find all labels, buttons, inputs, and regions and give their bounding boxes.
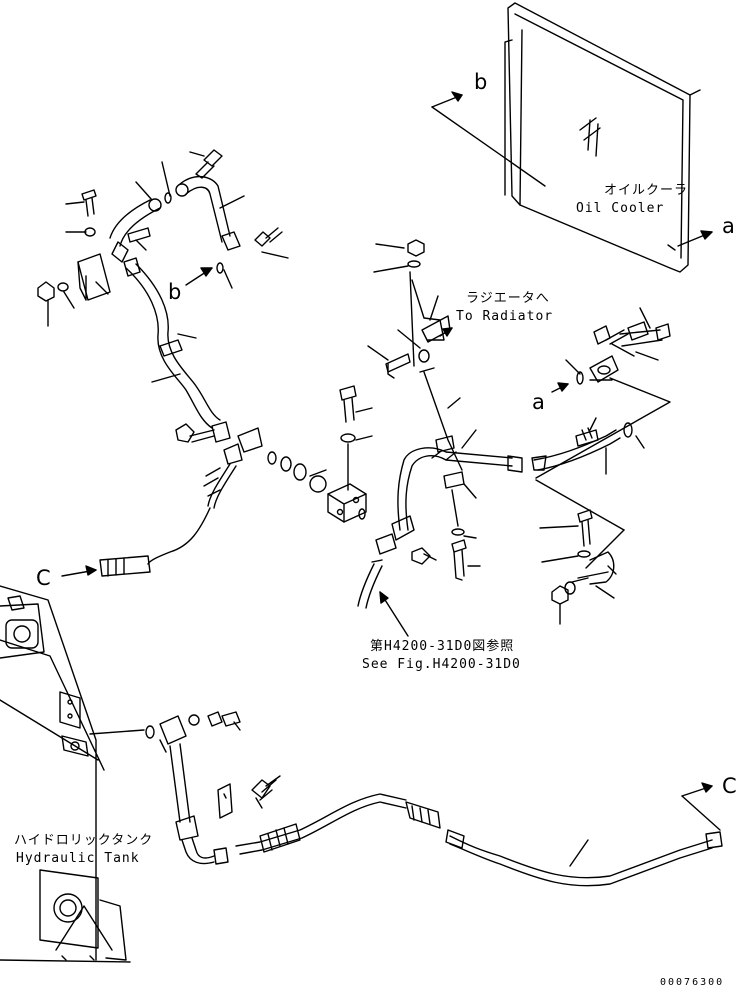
drawing-number: 00076300 — [660, 977, 725, 988]
callout-a-right-arrow — [677, 230, 713, 247]
fig-ref-label-jp: 第H4200-31D0図参照 — [370, 639, 515, 654]
oil-cooler-label-en: Oil Cooler — [576, 201, 665, 216]
right-hose-group — [357, 239, 523, 637]
bottom-hose-assembly — [61, 565, 723, 887]
callout-a-right: a — [722, 214, 735, 238]
callout-a-mid: a — [532, 390, 545, 414]
oil-cooler — [504, 2, 701, 273]
hydraulic-tank-label-en: Hydraulic Tank — [16, 851, 140, 866]
radiator-label-jp: ラジエータへ — [466, 291, 550, 306]
oil-cooler-fittings — [531, 307, 671, 625]
hydraulic-tank — [0, 585, 131, 963]
hydraulic-tank-label-jp: ハイドロリックタンク — [14, 833, 154, 848]
callout-c-right: C — [722, 774, 737, 798]
callout-b-top: b — [474, 70, 488, 94]
oil-cooler-label-jp: オイルクーラ — [604, 183, 689, 198]
upper-left-hose — [37, 149, 289, 443]
radiator-label-en: To Radiator — [456, 309, 554, 324]
callout-c-left: C — [36, 566, 51, 590]
callout-b-mid: b — [168, 280, 182, 304]
callout-b-top-arrow — [431, 91, 546, 187]
center-valve-block — [99, 385, 373, 577]
fig-ref-label-en: See Fig.H4200-31D0 — [362, 657, 521, 672]
